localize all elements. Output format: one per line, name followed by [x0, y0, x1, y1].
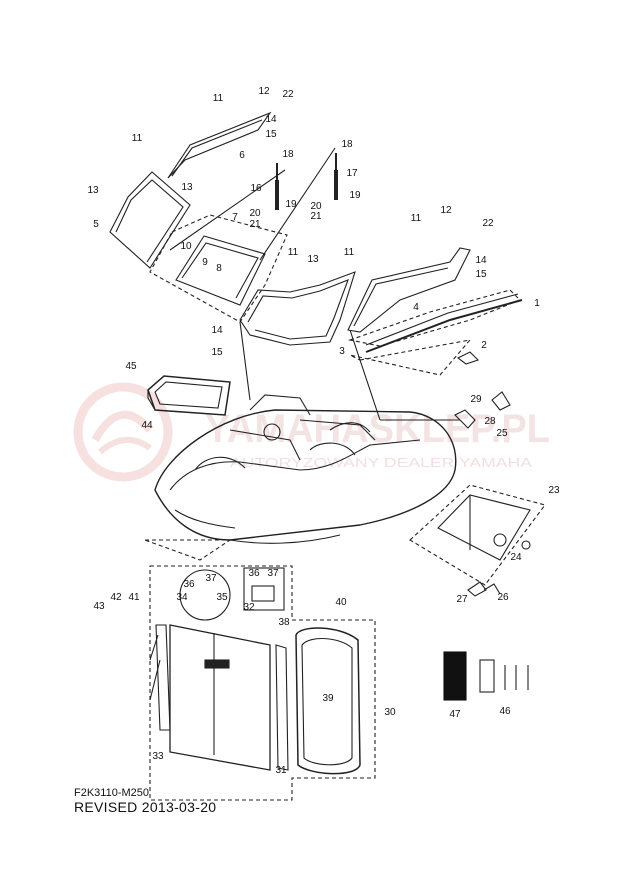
callout-36: 36	[183, 579, 195, 590]
callout-3: 3	[339, 346, 345, 357]
callout-22: 22	[482, 218, 494, 229]
callout-14: 14	[475, 255, 487, 266]
callout-12: 12	[258, 86, 270, 97]
callout-1: 1	[534, 298, 540, 309]
callout-8: 8	[216, 263, 222, 274]
part-46	[479, 659, 495, 693]
callout-32: 32	[243, 602, 255, 613]
callout-27: 27	[456, 594, 468, 605]
callout-6: 6	[239, 150, 245, 161]
watermark-subtitle: AUTORYZOWANY DEALER YAMAHA	[230, 455, 532, 470]
windshield-3	[239, 271, 356, 346]
callout-40: 40	[335, 597, 347, 608]
callout-19: 19	[349, 190, 361, 201]
callout-13: 13	[307, 254, 319, 265]
callout-15: 15	[265, 129, 277, 140]
callout-11: 11	[213, 93, 224, 104]
gasket-39	[295, 627, 361, 775]
part-47	[443, 651, 467, 701]
windshield-frame-5	[109, 171, 191, 269]
callout-11: 11	[344, 247, 355, 258]
callout-5: 5	[93, 219, 99, 230]
storage-tray-45	[147, 375, 231, 416]
callout-36: 36	[248, 568, 260, 579]
callout-2: 2	[481, 340, 487, 351]
door-panel-31	[169, 624, 271, 771]
callout-21: 21	[310, 211, 322, 222]
watermark-logo	[73, 382, 173, 482]
callout-33: 33	[152, 751, 164, 762]
callout-24: 24	[510, 552, 522, 563]
line-art	[109, 111, 546, 801]
callout-11: 11	[411, 213, 422, 224]
callout-20: 20	[249, 208, 261, 219]
callout-12: 12	[440, 205, 452, 216]
callout-4: 4	[413, 302, 419, 313]
callout-14: 14	[211, 325, 223, 336]
revision-date: REVISED 2013-03-20	[74, 799, 217, 815]
callout-37: 37	[267, 568, 279, 579]
callout-43: 43	[93, 601, 105, 612]
callout-38: 38	[278, 617, 290, 628]
callout-16: 16	[250, 183, 262, 194]
latch-28	[454, 409, 476, 429]
callout-23: 23	[548, 485, 560, 496]
callout-31: 31	[275, 765, 287, 776]
callout-19: 19	[285, 199, 297, 210]
watermark-brand: YAMAHASKLEP.PL	[205, 407, 550, 451]
callout-44: 44	[141, 420, 153, 431]
callout-18: 18	[282, 149, 294, 160]
trim-strip-1	[365, 299, 523, 353]
callout-42: 42	[110, 592, 122, 603]
callout-30: 30	[384, 707, 396, 718]
callout-21: 21	[249, 219, 261, 230]
callout-14: 14	[265, 114, 277, 125]
windshield-4	[347, 247, 471, 333]
callout-17: 17	[346, 168, 358, 179]
callout-39: 39	[322, 693, 334, 704]
boat-hull	[154, 409, 457, 541]
callout-26: 26	[497, 592, 509, 603]
callout-47: 47	[449, 709, 461, 720]
callout-29: 29	[470, 394, 482, 405]
callout-46: 46	[499, 706, 511, 717]
callout-10: 10	[180, 241, 192, 252]
callout-13: 13	[181, 182, 193, 193]
callout-11: 11	[132, 133, 143, 144]
callout-37: 37	[205, 573, 217, 584]
callout-34: 34	[176, 592, 188, 603]
callout-28: 28	[484, 416, 496, 427]
latch-29	[491, 391, 511, 411]
windshield-frame-6	[167, 111, 272, 179]
callout-15: 15	[475, 269, 487, 280]
diagram-code: F2K3110-M250	[74, 787, 150, 799]
callout-13: 13	[87, 185, 99, 196]
callout-35: 35	[216, 592, 228, 603]
callout-15: 15	[211, 347, 223, 358]
callout-41: 41	[128, 592, 140, 603]
cover-23	[437, 494, 531, 561]
callout-7: 7	[232, 212, 238, 223]
callout-9: 9	[202, 257, 208, 268]
callout-11: 11	[288, 247, 299, 258]
windshield-frame-7	[175, 235, 266, 306]
callout-25: 25	[496, 428, 508, 439]
callout-20: 20	[310, 201, 322, 212]
callout-45: 45	[125, 361, 137, 372]
callout-22: 22	[282, 89, 294, 100]
callout-18: 18	[341, 139, 353, 150]
